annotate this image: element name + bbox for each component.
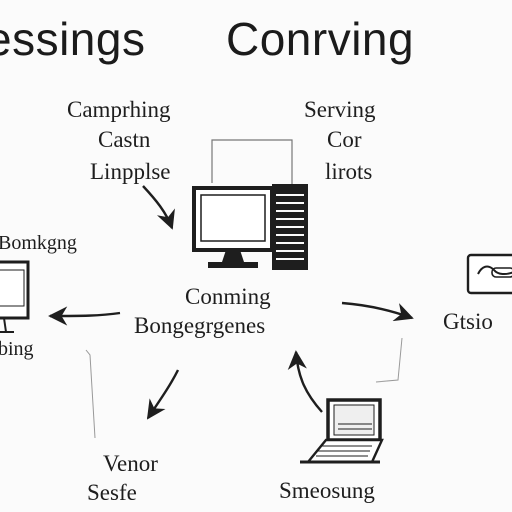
arrow-laptop-to-center — [287, 350, 323, 413]
title-left: essings — [0, 13, 146, 65]
desktop-computer-icon — [192, 186, 274, 268]
label-center-line-2: Bongegrgenes — [134, 313, 266, 338]
card-device-icon — [466, 253, 512, 295]
connector-line-right — [375, 337, 403, 383]
arrow-to-bottom-left — [146, 369, 180, 420]
label-top-right-line-1: Serving — [304, 97, 376, 122]
label-top-left-line-2: Castn — [98, 127, 151, 152]
arrow-to-left-monitor — [48, 306, 121, 326]
label-left-line-1: Bomkgng — [0, 232, 77, 254]
label-right: Gtsio — [443, 309, 493, 334]
label-bottom-left-line-2: Sesfe — [87, 480, 137, 505]
label-top-left-line-1: Camprhing — [67, 97, 171, 122]
monitor-icon — [0, 260, 30, 333]
laptop-icon — [300, 398, 384, 464]
label-bottom-left-line-1: Venor — [103, 451, 158, 476]
arrow-to-right-device — [341, 301, 414, 322]
label-left-line-2: bing — [0, 338, 34, 360]
label-top-right-line-3: lirots — [325, 159, 373, 184]
title-right: Conrving — [226, 13, 415, 65]
arrow-topleft-to-computer — [142, 185, 175, 230]
label-bottom-right: Smeosung — [279, 478, 375, 503]
connector-line-top — [211, 139, 293, 185]
connector-line-left — [85, 349, 96, 439]
server-tower-icon — [272, 184, 308, 270]
label-center-line-1: Conming — [185, 284, 271, 309]
label-top-right-line-2: Cor — [327, 127, 362, 152]
label-top-left-line-3: Linpplse — [90, 159, 171, 184]
